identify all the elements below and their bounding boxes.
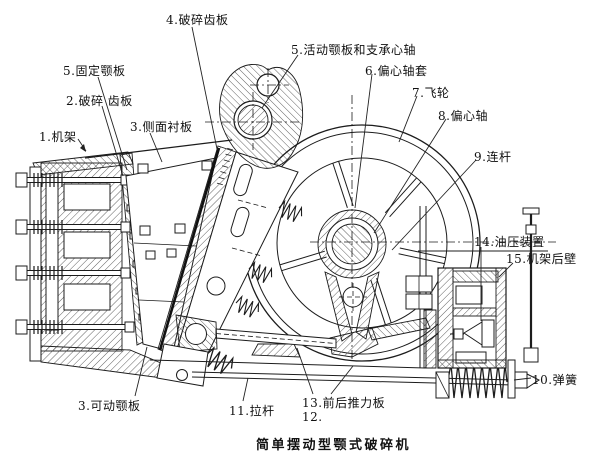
label-item-12: 12. (302, 410, 323, 424)
tie-rod-and-spring (149, 359, 540, 399)
frame-bolt-4 (15, 319, 135, 335)
tension-spring (447, 363, 508, 399)
label-eccentric-shaft: 8.偏心轴 (438, 109, 488, 123)
hydraulic-device (450, 319, 495, 348)
support-spindle (205, 64, 304, 169)
crushing-chamber (84, 139, 233, 353)
label-side-liner-plate: 3.侧面衬板 (130, 120, 193, 134)
label-flywheel: 7.飞轮 (412, 86, 450, 100)
label-tie-rod: 11.拉杆 (229, 404, 275, 418)
adjustment-rod (522, 207, 540, 363)
label-movable-jaw-and-spindle: 5.活动颚板和支承心轴 (291, 43, 416, 57)
connecting-rod (324, 271, 380, 358)
tie-rod (191, 371, 517, 381)
figure-caption: 简单摆动型颚式破碎机 (256, 438, 412, 453)
label-thrust-plates: 13.前后推力板 (302, 396, 386, 410)
leader-lines (77, 26, 532, 402)
connecting-rod-foot (329, 327, 379, 358)
label-fixed-jaw-plate: 5.固定颚板 (63, 64, 126, 78)
frame-bolt-1 (15, 172, 131, 188)
label-connecting-rod: 9.连杆 (474, 150, 512, 164)
label-frame-rear-wall: 15.机架后壁 (506, 252, 577, 266)
label-movable-jaw: 3.可动颚板 (78, 399, 141, 413)
label-movable-tooth-plate: 4.破碎齿板 (166, 13, 229, 27)
thrust-plates (215, 309, 437, 369)
label-eccentric-sleeve: 6.偏心轴套 (365, 64, 428, 78)
label-hydraulic-device: 14.油压装置 (474, 235, 545, 249)
rear-frame (405, 207, 548, 369)
frame-rear-wall (495, 267, 507, 369)
label-fixed-tooth-plate: 2.破碎 齿板 (66, 94, 133, 108)
eccentric-shaft (310, 95, 556, 362)
movable-jaw (157, 145, 305, 378)
jaw-pivot (156, 314, 218, 387)
left-frame (15, 151, 169, 379)
label-spring: 10.弹簧 (532, 373, 578, 387)
frame-bolt-3 (15, 265, 131, 281)
label-frame: 1.机架 (39, 130, 77, 144)
frame-bolt-2 (15, 219, 131, 235)
